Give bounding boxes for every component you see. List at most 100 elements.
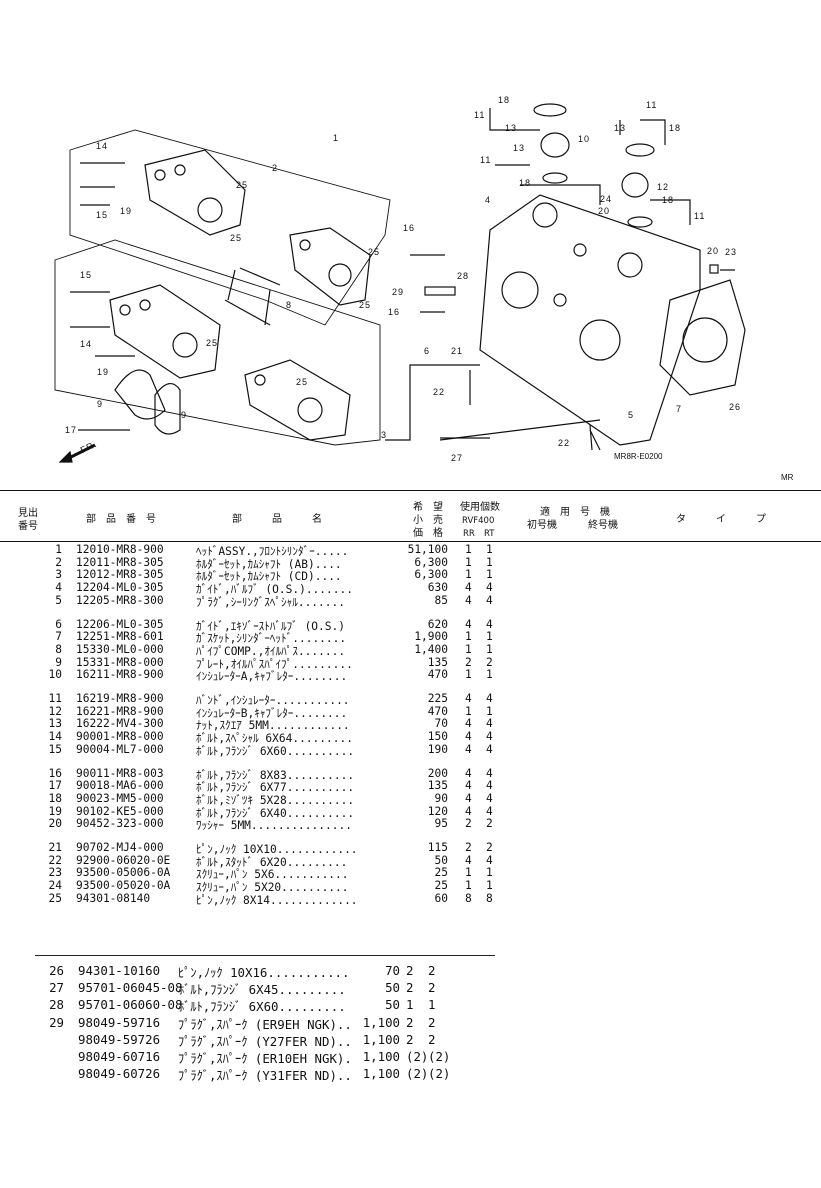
price: 1,100 [362, 1049, 400, 1064]
part-name: ﾊﾟｲﾌﾟCOMP.,ｵｲﾙﾊﾟｽ....... [196, 644, 346, 658]
price: 1,400 [414, 642, 448, 656]
part-name: ﾎﾞﾙﾄ,ｽﾀｯﾄﾞ 6X20......... [196, 855, 348, 869]
qty-rr: 1 [465, 668, 472, 682]
price: 150 [427, 730, 448, 744]
ref-number: 16 [48, 766, 62, 780]
part-number: 16211-MR8-900 [76, 668, 164, 682]
qty-rr: 4 [465, 804, 472, 818]
qty-rt: 4 [486, 791, 493, 805]
cylinder-head-gasket [659, 279, 746, 396]
page-cut-rule [35, 955, 495, 956]
callout-20a: 20 [598, 206, 611, 216]
price: 60 [434, 891, 448, 905]
part-number: 16222-MV4-300 [76, 717, 164, 731]
qty-rt: 2 [428, 963, 436, 978]
price: 190 [427, 742, 448, 756]
part-name: ﾋﾟﾝ,ﾉｯｸ 10X10............ [196, 843, 358, 856]
ref-number: 26 [49, 963, 64, 978]
qty-rr: 2 [465, 841, 472, 854]
qty-rt: (2) [428, 1066, 451, 1082]
callout-13a: 13 [505, 123, 518, 133]
callout-15b: 15 [80, 270, 93, 280]
qty-rt: 1 [486, 668, 493, 682]
ref-number: 20 [48, 817, 62, 831]
qty-rt: 2 [428, 980, 436, 996]
part-number: 12251-MR8-601 [76, 630, 164, 644]
qty-rr: 1 [465, 642, 472, 656]
callout-6: 6 [424, 346, 431, 356]
price: 1,100 [362, 1014, 400, 1030]
qty-rt: (2) [428, 1049, 451, 1064]
callout-24: 24 [600, 194, 613, 204]
part-name: ﾎﾞﾙﾄ,ﾌﾗﾝｼﾞ 6X60......... [178, 999, 346, 1015]
callout-12: 12 [657, 182, 670, 192]
qty-rr: 4 [465, 717, 472, 731]
qty-rt: 1 [486, 642, 493, 656]
part-name: ﾎﾞﾙﾄ,ﾌﾗﾝｼﾞ 8X83.......... [196, 768, 355, 782]
price: 51,100 [407, 543, 448, 556]
callout-1: 1 [333, 133, 340, 143]
part-number: 16219-MR8-900 [76, 692, 164, 705]
ref-number: 28 [49, 997, 64, 1013]
ref-number: 27 [49, 980, 64, 996]
qty-rt: 1 [486, 568, 493, 582]
part-number: 12011-MR8-305 [76, 555, 164, 569]
part-name: ﾎﾞﾙﾄ,ﾌﾗﾝｼﾞ 6X40.......... [196, 806, 355, 820]
callout-8: 8 [286, 300, 293, 310]
part-name: ﾎﾞﾙﾄ,ﾌﾗﾝｼﾞ 6X77.......... [196, 781, 355, 795]
part-name: ﾎﾙﾀﾞｰｾｯﾄ,ｶﾑｼｬﾌﾄ (AB).... [196, 557, 342, 571]
callout-25b: 25 [230, 233, 243, 243]
part-name: ｶﾞｲﾄﾞ,ﾊﾞﾙﾌﾞ (O.S.)....... [196, 583, 353, 597]
part-number: 95701-06045-08 [78, 980, 183, 996]
callout-26: 26 [729, 402, 742, 412]
header-first-unit: 初号機 [527, 520, 557, 531]
part-name: ｶﾞｽｹｯﾄ,ｼﾘﾝﾀﾞｰﾍｯﾄﾞ........ [196, 632, 347, 646]
callout-5: 5 [628, 410, 635, 420]
part-number: 94301-10160 [78, 963, 161, 978]
price: 225 [427, 692, 448, 705]
part-number: 90004-ML7-000 [76, 742, 164, 756]
callout-23: 23 [725, 247, 738, 257]
ref-number: 2 [55, 555, 62, 569]
part-name: ﾌﾟﾗｸﾞ,ｽﾊﾟｰｸ (Y27FER ND).. [178, 1033, 352, 1049]
qty-rr: (2) [406, 1066, 429, 1082]
qty-rr: 2 [406, 1031, 414, 1047]
ref-number: 23 [48, 866, 62, 880]
callout-22b: 22 [558, 438, 571, 448]
callout-13c: 13 [513, 143, 526, 153]
qty-rt: 1 [486, 704, 493, 718]
ref-number: 9 [55, 655, 62, 669]
part-number: 98049-59716 [78, 1014, 161, 1030]
callout-11a: 11 [474, 110, 486, 120]
ref-number: 7 [55, 630, 62, 644]
qty-rr: 1 [465, 630, 472, 644]
part-number: 93500-05006-0A [76, 866, 171, 880]
camshaft-holder-cd [109, 284, 351, 441]
price: 630 [427, 581, 448, 595]
header-last-unit: 終号機 [588, 520, 618, 531]
qty-rt: 1 [486, 630, 493, 644]
callout-14b: 14 [80, 339, 93, 349]
qty-rr: 2 [465, 817, 472, 831]
ref-number: 11 [48, 692, 62, 705]
price: 1,900 [414, 630, 448, 644]
qty-rr: 8 [465, 891, 472, 905]
callout-7: 7 [676, 404, 683, 414]
part-number: 95701-06060-08 [78, 997, 183, 1013]
price: 70 [434, 717, 448, 731]
qty-rt: 1 [486, 866, 493, 880]
ref-number: 24 [48, 879, 62, 893]
corner-tag: MR [781, 473, 794, 482]
ref-number: 3 [55, 568, 62, 582]
price: 25 [434, 866, 448, 880]
